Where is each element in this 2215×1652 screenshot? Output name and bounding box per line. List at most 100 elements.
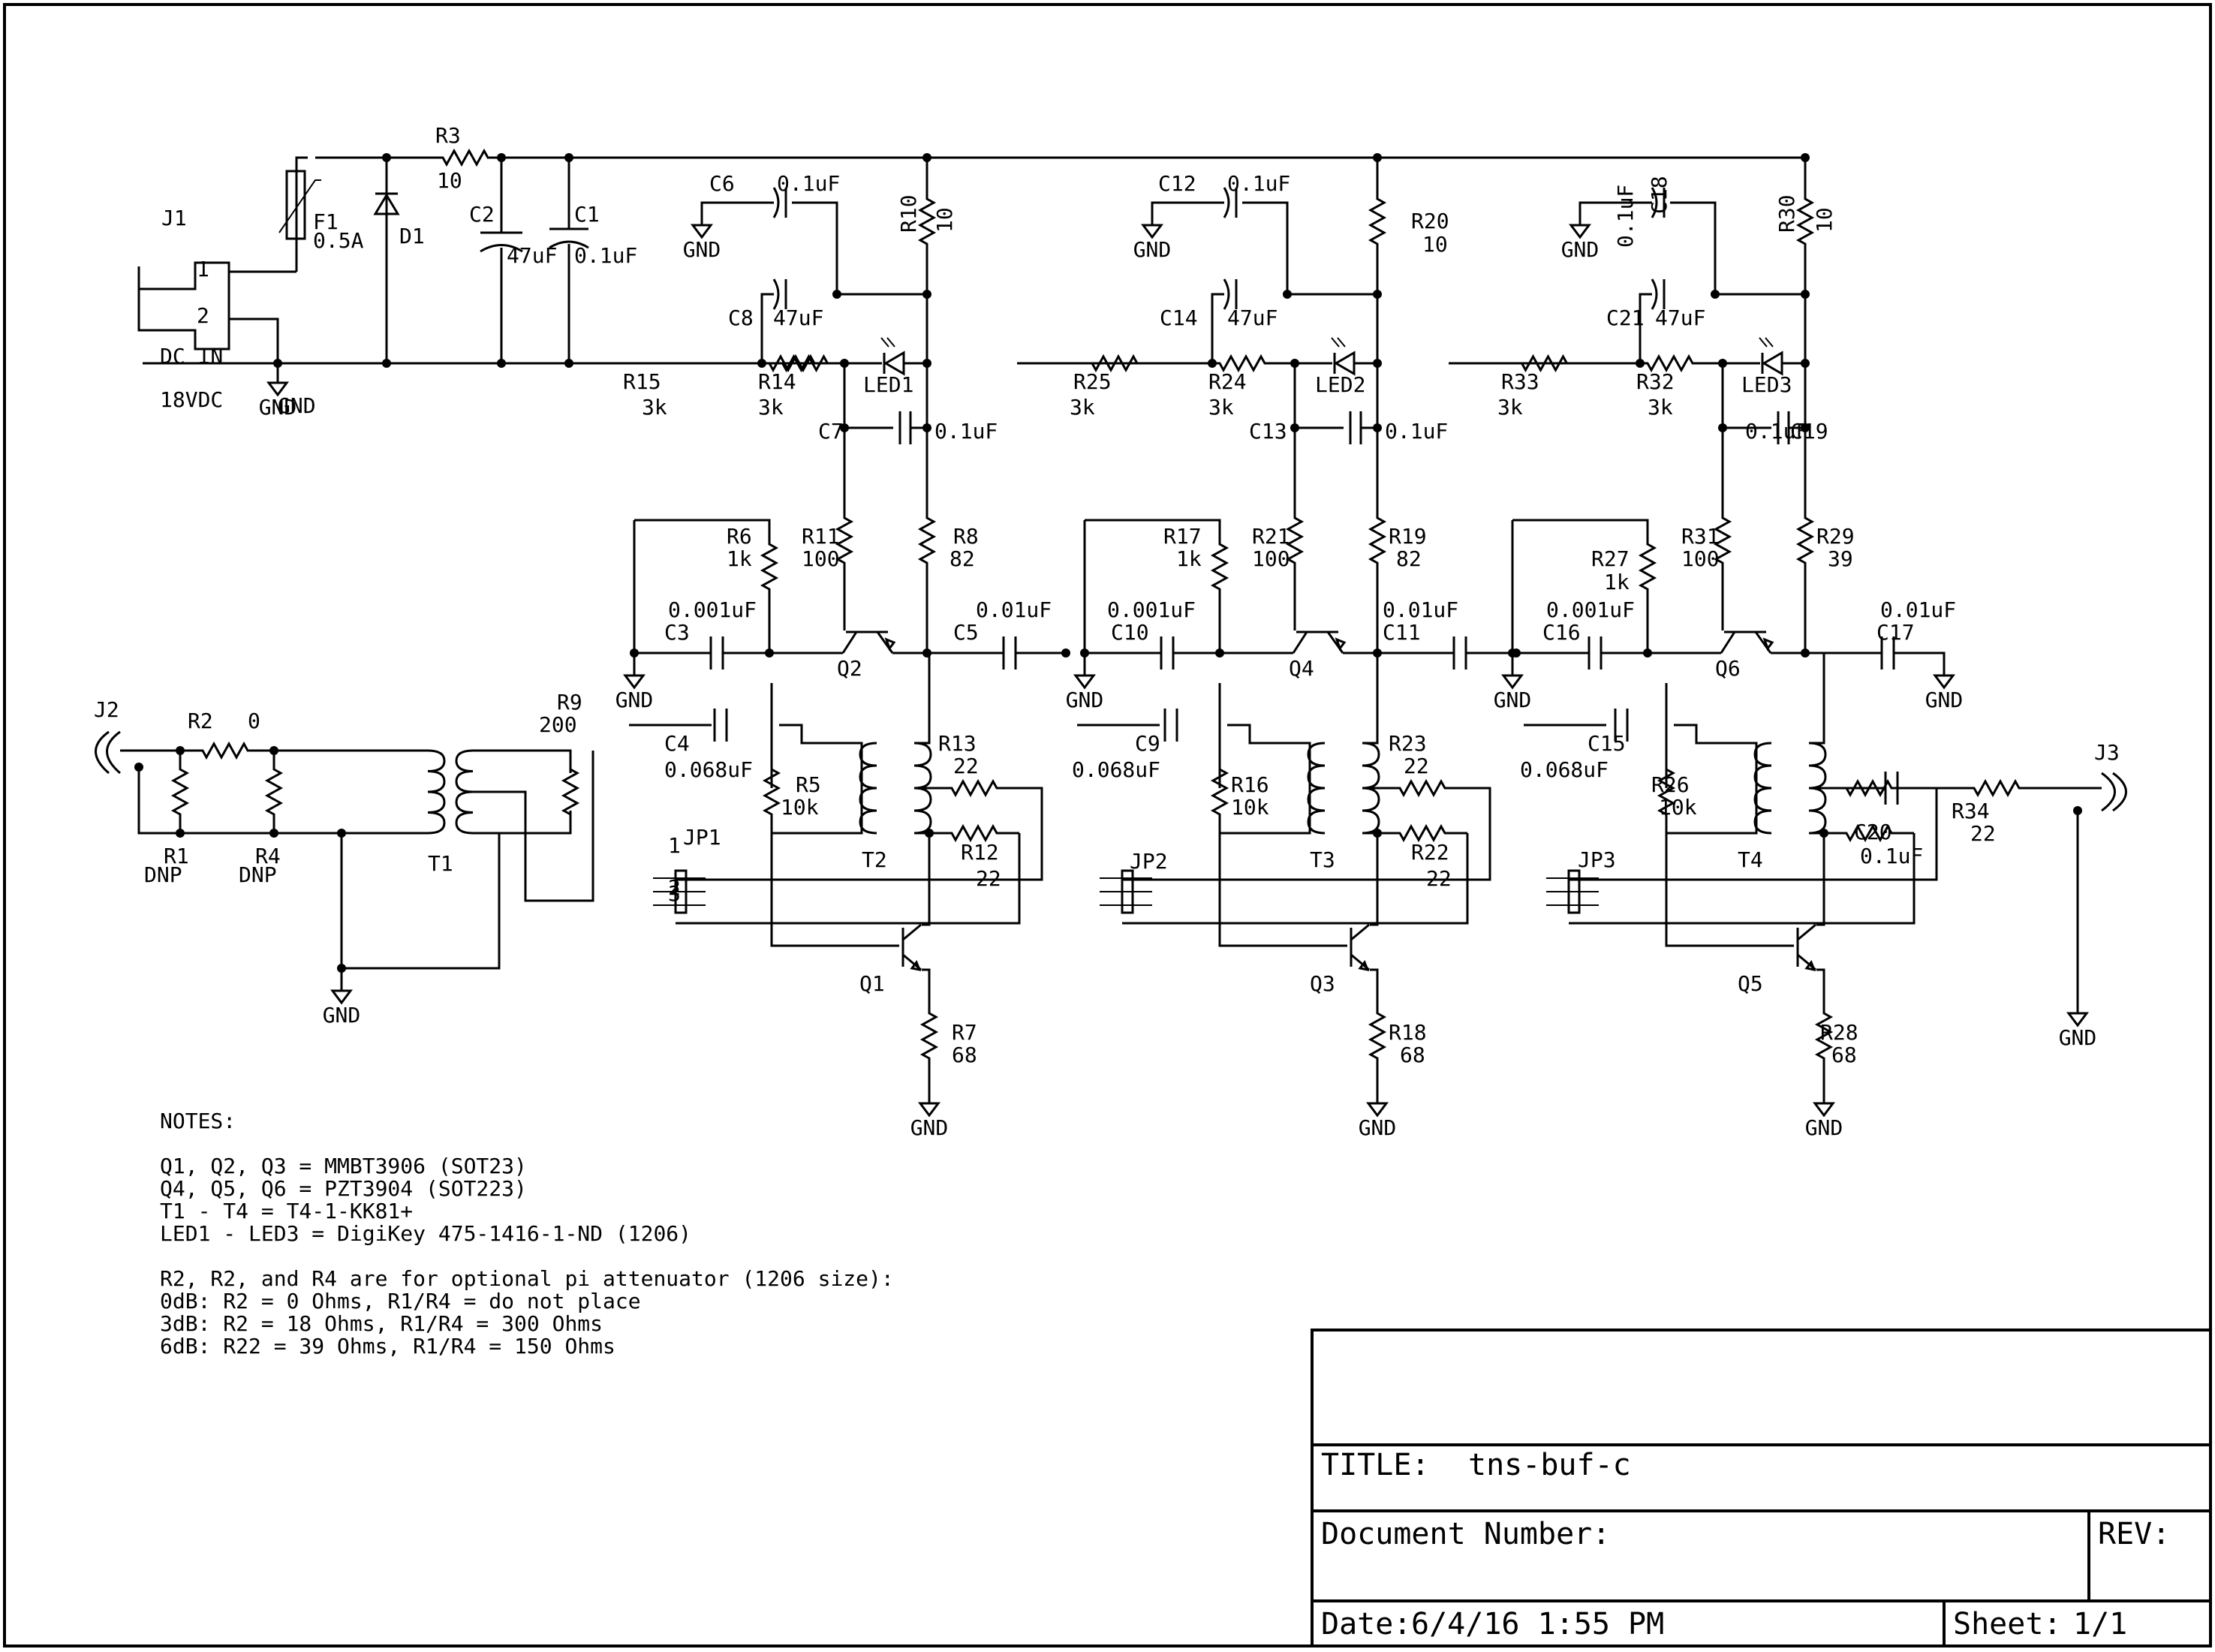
label-c15v: 0.068uF [1520,757,1609,782]
d1-diode [373,193,400,215]
label-t2: T2 [862,847,887,872]
label-r17: R17 [1163,524,1202,549]
label-r3: R3 [435,123,461,148]
label-c19: C19 [1790,419,1828,444]
led3-led [1762,351,1783,376]
label-q2: Q2 [837,656,862,681]
r17-resistor [1210,540,1229,593]
r12-resistor [929,823,1019,843]
label-r17v: 1k [1176,546,1202,571]
wire [1816,968,1825,1006]
label-c8v: 47uF [773,305,823,330]
r25-resistor [1017,354,1212,373]
wire [1370,968,1379,1006]
label-r27v: 1k [1604,570,1630,594]
label-r26: R26 [1651,772,1690,797]
r10-resistor [917,195,937,248]
r28-resistor [1814,1006,1834,1066]
label-c3v: 0.001uF [668,597,757,622]
label-r14v: 3k [758,395,784,420]
label-q4: Q4 [1289,656,1314,681]
wire [1666,724,1758,835]
label-c16v: 0.001uF [1546,597,1635,622]
r32-resistor [1640,354,1700,373]
label-gnd: GND [1561,237,1600,262]
date-label: Date: [1321,1607,1411,1641]
q2-transistor-lead-b [876,631,894,654]
label-c7v: 0.1uF [934,419,998,444]
label-c20v: 0.1uF [1860,844,1923,868]
label-r12v: 22 [976,866,1001,891]
label-c21v: 47uF [1655,305,1705,330]
label-c14: C14 [1160,305,1198,330]
note-line: Q1, Q2, Q3 = MMBT3906 (SOT23) [160,1154,527,1178]
label-r14: R14 [758,369,796,394]
junction-dot [134,763,143,772]
label-r28v: 68 [1831,1043,1857,1067]
label-gnd: GND [1494,688,1532,712]
r13-resistor [929,778,1019,798]
label-r1: R1 [164,844,189,868]
wire [676,787,1043,881]
q3-transistor-collector [1350,923,1370,941]
label-r32: R32 [1636,369,1675,394]
wire [1894,651,1946,676]
label-r5: R5 [796,772,821,797]
wire [1578,201,1652,225]
r18-resistor [1368,1006,1387,1066]
label-c1v: 0.1uF [574,243,637,268]
ground-symbol [1501,674,1524,690]
wire [1569,833,1916,925]
wire [1670,201,1717,294]
q6-transistor-lead-a [1720,631,1736,654]
label-r1v: DNP [144,862,182,887]
label-pin2: 2 [197,303,209,328]
junction-dot [564,153,573,162]
label-r21: R21 [1252,524,1290,549]
r31-resistor [1713,510,1732,570]
junction-dot [497,359,506,368]
wire [340,833,501,970]
junction-dot [382,359,391,368]
label-r4: R4 [255,844,281,868]
junction-dot [382,153,391,162]
label-c6: C6 [709,171,735,196]
led2-led [1334,351,1356,376]
wire [295,156,308,272]
label-r34v: 22 [1970,821,1996,846]
wire [914,653,931,745]
j3-connector-shell [2112,772,2127,812]
r2-resistor [180,741,270,760]
label-c3: C3 [664,620,690,645]
label-r16v: 10k [1231,795,1269,820]
r7-resistor [919,1006,939,1066]
label-c1: C1 [574,202,600,227]
sheet-border [3,3,2212,1647]
notes-block: NOTES:Q1, Q2, Q3 = MMBT3906 (SOT23)Q4, Q… [160,1109,894,1359]
label-c10: C10 [1111,620,1149,645]
wire [1362,653,1379,745]
r11-resistor [835,510,854,570]
label-p1: 1 [668,833,681,858]
q2-transistor-lead-a [841,631,858,654]
junction-dot [564,359,573,368]
q6-transistor-lead-b [1754,631,1772,654]
q2-transistor-arrow [884,637,896,651]
label-r4v: DNP [239,862,277,887]
label-t3: T3 [1310,847,1335,872]
label-c2v: 47uF [507,243,557,268]
label-j2: J2 [94,697,119,722]
label-r6v: 1k [727,546,752,571]
c14-plate [1223,278,1230,310]
wire [229,317,279,363]
r19-resistor [1368,510,1387,570]
label-q1: Q1 [859,971,885,996]
label-c18: C18 [1647,176,1672,214]
label-r10v: 10 [932,207,957,233]
label-led1: LED1 [863,372,913,397]
wire [1639,293,1652,363]
note-line: Q4, Q5, Q6 = PZT3904 (SOT223) [160,1176,527,1201]
r23-resistor [1377,778,1467,798]
label-led2: LED2 [1315,372,1365,397]
